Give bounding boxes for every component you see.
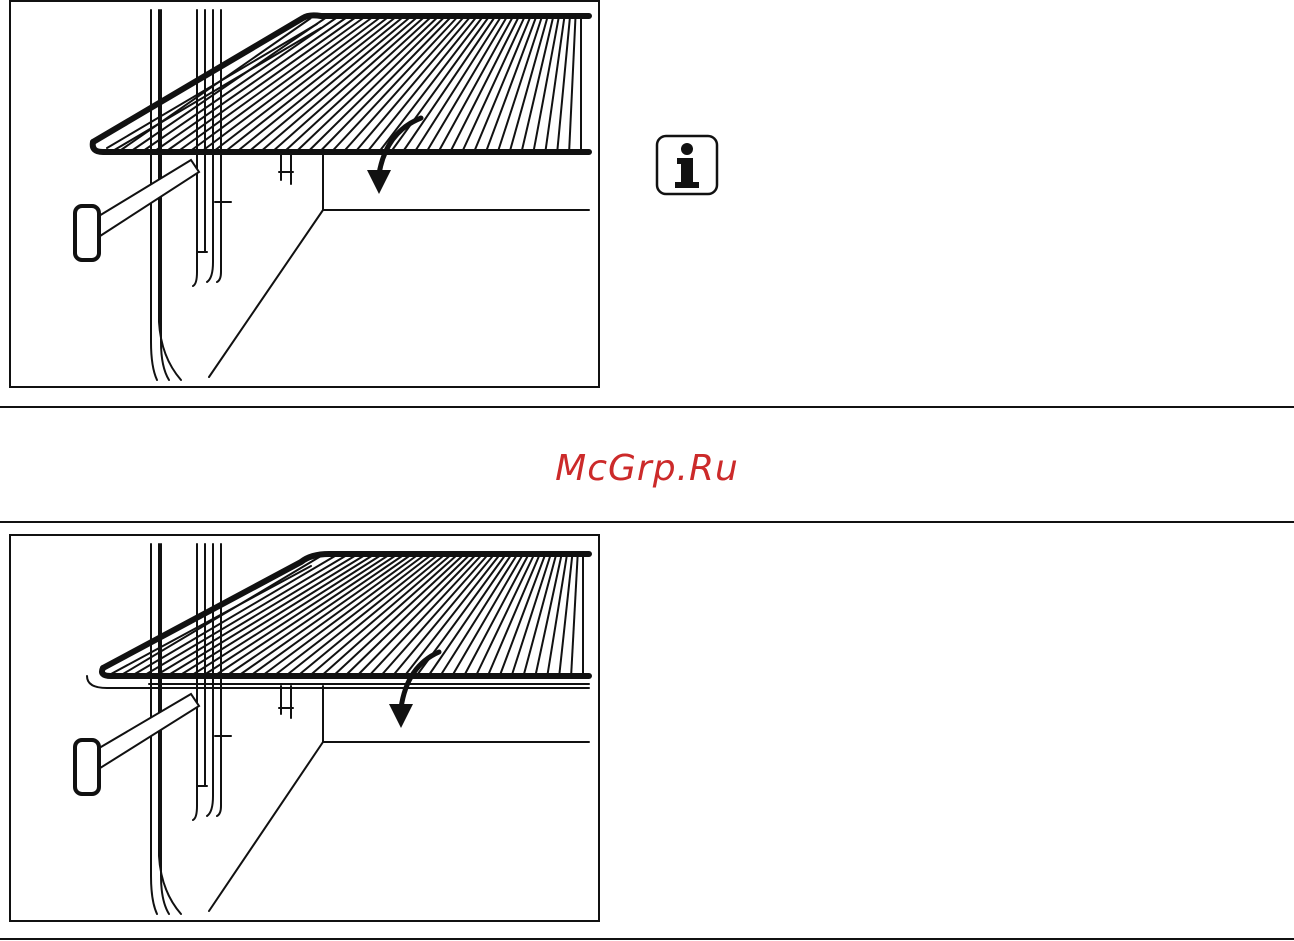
shelf-wire [498,18,541,150]
shelf-wire [416,18,500,150]
shelf-wire [357,18,469,150]
shelf-wire [439,18,512,150]
shelf-wire [569,18,575,150]
section-divider [0,406,1294,408]
info-icon [655,134,719,196]
shelf-wire [557,18,569,150]
shelf-wire [451,18,518,150]
shelf-wire [500,556,544,674]
shelf-wire [559,556,572,674]
oven-shelf-illustration [11,536,598,920]
shelf-wire [571,556,577,674]
shelf-insertion-figure-1 [9,0,600,388]
watermark-text: McGrp.Ru [0,448,1294,489]
shelf-wire [288,556,436,674]
shelf-wire [300,556,443,674]
shelf-wire [263,18,417,150]
shelf-wire [404,18,494,150]
shelf-insertion-figure-2 [9,534,600,922]
section-divider [0,521,1294,523]
section-divider [0,938,1294,940]
oven-shelf-illustration [11,2,598,386]
